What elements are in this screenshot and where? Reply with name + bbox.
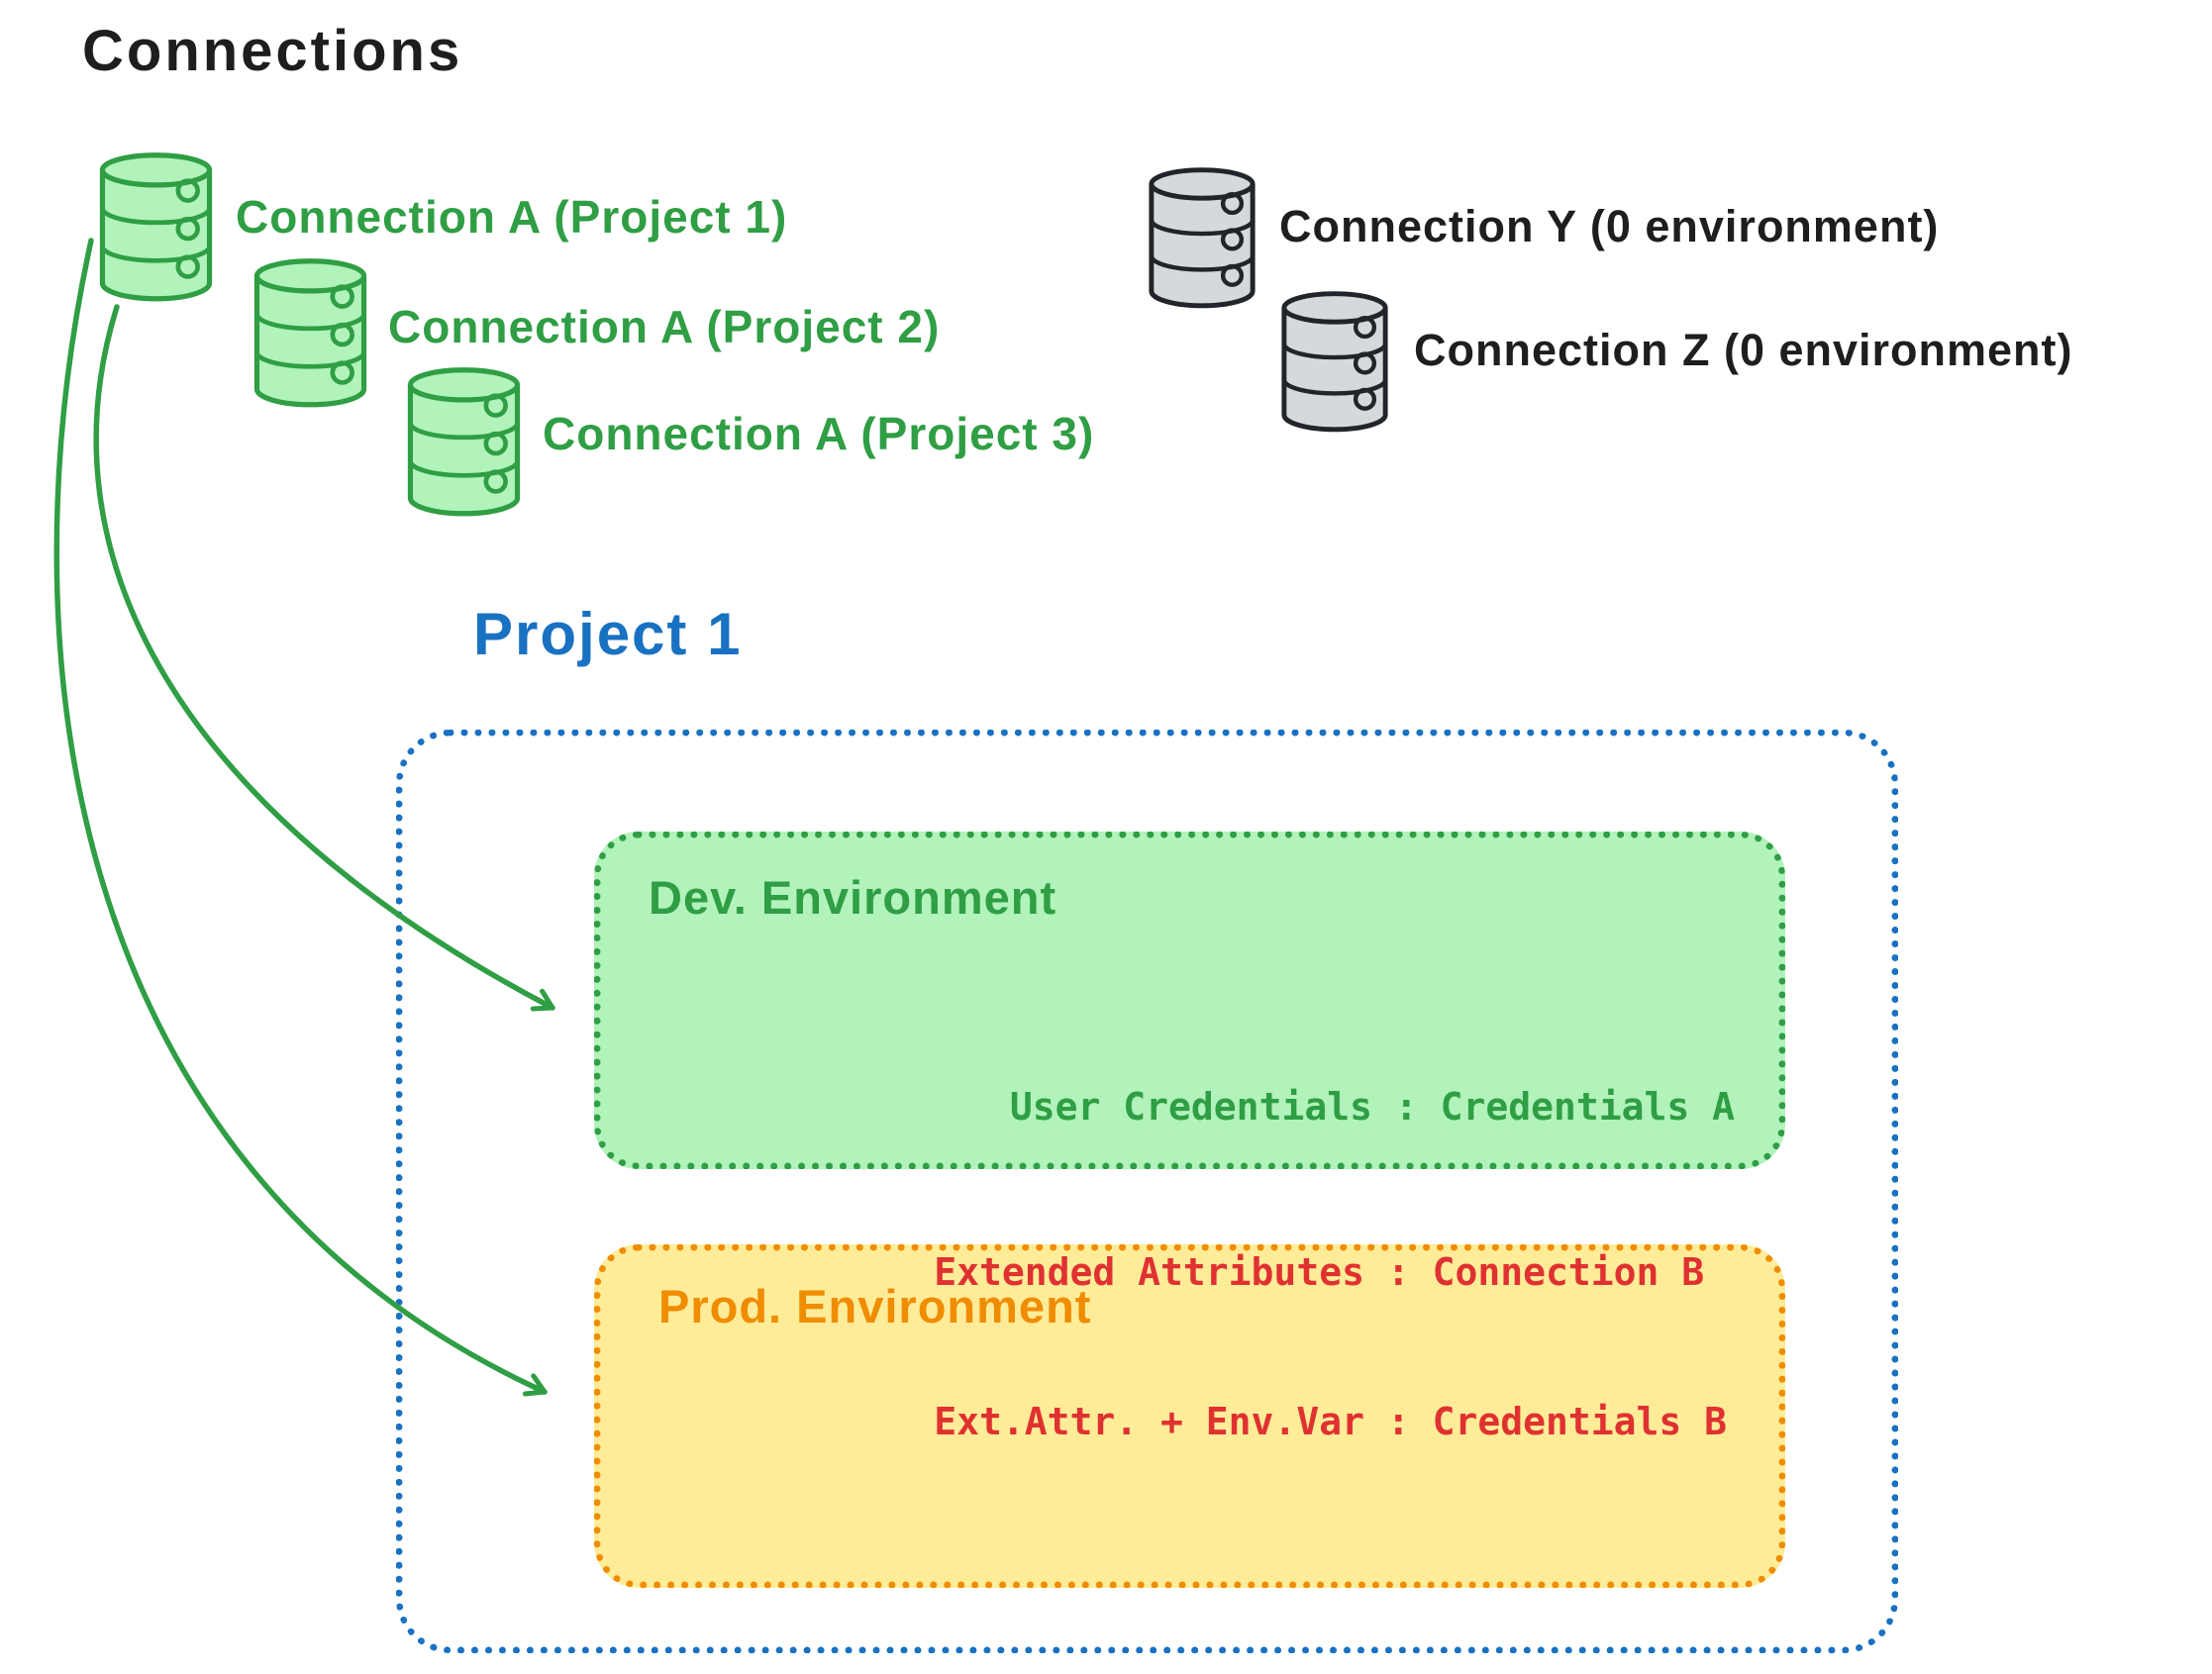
connection-label: Connection A (Project 2) [388,301,941,352]
connection-label: Connection Z (0 environment) [1414,325,2073,375]
dev-environment-title: Dev. Environment [649,871,1057,924]
prod-mapping-line: Ext.Attr. + Env.Var : Credentials B [934,1399,1727,1443]
dev-credentials-mapping: User Credentials : Credentials A [1009,1085,1735,1129]
prod-credentials-mappings: Extended Attributes : Connection B Ext.A… [934,1148,1727,1545]
database-icon [1276,286,1393,437]
database-icon [94,148,218,305]
connection-label: Connection A (Project 3) [543,408,1095,459]
database-icon [1144,162,1260,313]
diagram-title: Connections [82,19,463,83]
dev-environment-box: Dev. Environment User Credentials : Cred… [594,832,1785,1169]
project-title: Project 1 [473,601,743,667]
connection-label: Connection A (Project 1) [236,191,788,243]
connection-label: Connection Y (0 environment) [1279,201,1940,251]
database-icon [402,363,526,520]
prod-environment-box: Prod. Environment Extended Attributes : … [594,1244,1785,1588]
database-icon [249,254,372,411]
prod-mapping-line: Extended Attributes : Connection B [934,1250,1705,1295]
prod-environment-title: Prod. Environment [658,1280,1092,1332]
